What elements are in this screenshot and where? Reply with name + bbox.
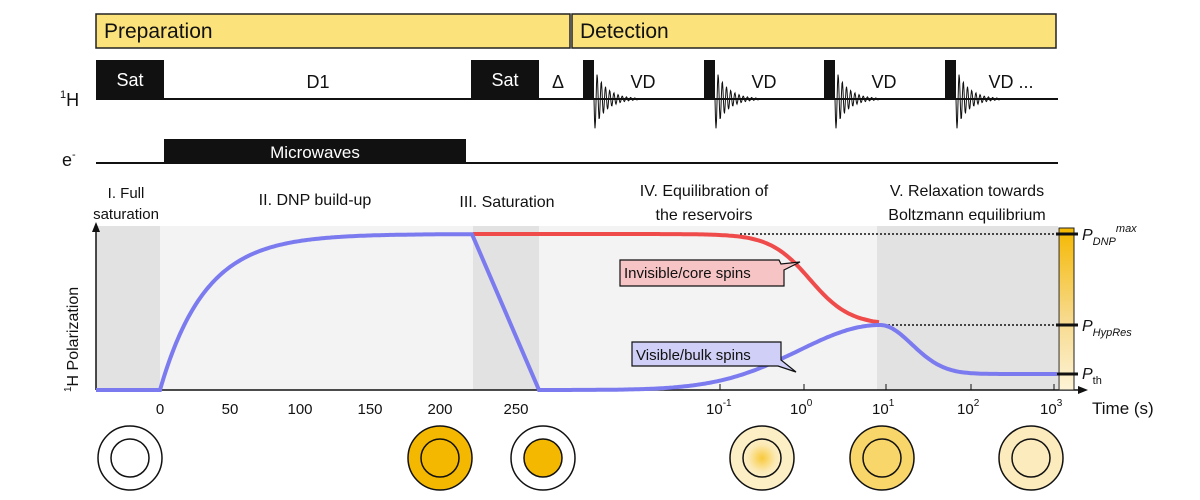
fid-signal (955, 74, 1001, 129)
vd-pulse (583, 60, 594, 99)
x-tick-label: 250 (503, 401, 528, 418)
microwave-pulse (164, 139, 466, 163)
y-axis-arrow (92, 222, 100, 232)
x-ticks-linear: 0 50 100 150 200 250 (156, 401, 529, 418)
x-tick-label: 10-1 (706, 398, 732, 418)
sample-partial (849, 425, 915, 491)
x-tick-label: 102 (957, 398, 980, 418)
x-tick-label: 100 (287, 401, 312, 418)
sample-full (407, 425, 473, 491)
proton-channel-label: 1H (60, 89, 79, 110)
region-buildup (160, 226, 473, 390)
phase-2-label: II. DNP build-up (259, 192, 372, 209)
phase-4-line1: IV. Equilibration of (640, 183, 769, 200)
vd-label: VD (751, 72, 776, 92)
x-tick-label: 0 (156, 401, 164, 418)
fid-signal (714, 74, 760, 129)
fid-signal (834, 74, 880, 129)
phase-1-line1: I. Full (108, 185, 145, 202)
phase-1-line2: saturation (93, 206, 159, 223)
visible-spins-callout (631, 341, 797, 373)
x-tick-label: 101 (872, 398, 895, 418)
detection-label: Detection (580, 20, 669, 43)
sat-pulse-1-label: Sat (116, 70, 143, 90)
vd-pulse (945, 60, 956, 99)
y-axis-label: 1H Polarization (63, 287, 82, 392)
phase-3-label: III. Saturation (459, 194, 554, 211)
invisible-core-spins-curve (473, 232, 880, 325)
x-tick-label: 50 (222, 401, 239, 418)
vd-pulse (824, 60, 835, 99)
vd-label: VD (630, 72, 655, 92)
sample-relaxed (998, 425, 1064, 491)
sat-pulse-1 (96, 60, 164, 99)
level-label-phypres: PHypRes (1082, 318, 1132, 339)
region-full-saturation (96, 226, 160, 390)
polarization-level-bar (1058, 227, 1075, 391)
sat-pulse-2 (471, 60, 539, 99)
phase-4-line2: the reservoirs (656, 207, 753, 224)
detection-banner (571, 13, 1057, 49)
level-label-pth: Pth (1082, 366, 1102, 387)
vd-pulses: VD VD VD VD ... (583, 60, 1034, 129)
preparation-label: Preparation (104, 20, 213, 43)
x-tick-label: 100 (790, 398, 813, 418)
microwave-label: Microwaves (270, 143, 360, 162)
vd-label: VD ... (988, 72, 1033, 92)
visible-spins-callout-label: Visible/bulk spins (636, 347, 751, 364)
x-tick-label: 150 (357, 401, 382, 418)
invisible-spins-callout (619, 259, 801, 287)
vd-pulse (704, 60, 715, 99)
region-relaxation (877, 226, 1058, 390)
sat-pulse-2-label: Sat (491, 70, 518, 90)
delta-label: Δ (552, 72, 564, 92)
x-axis-arrow (1078, 386, 1088, 394)
x-tick-label: 103 (1040, 398, 1063, 418)
sample-diffusing (729, 425, 795, 491)
sample-saturated-shell (510, 425, 576, 491)
phase-5-line1: V. Relaxation towards (890, 183, 1044, 200)
level-label-pdnp-max: PDNPmax (1082, 223, 1137, 248)
electron-channel-label: e- (62, 149, 76, 170)
d1-label: D1 (306, 72, 329, 92)
x-ticks-log: 10-1 100 101 102 103 (706, 384, 1063, 418)
phase-5-line2: Boltzmann equilibrium (888, 207, 1045, 224)
x-tick-label: 200 (427, 401, 452, 418)
sample-empty (97, 425, 163, 491)
invisible-spins-callout-label: Invisible/core spins (624, 265, 751, 282)
vd-label: VD (871, 72, 896, 92)
preparation-banner (95, 13, 571, 49)
fid-signal (593, 74, 639, 129)
visible-bulk-spins-curve (96, 232, 1057, 392)
x-axis-label: Time (s) (1092, 399, 1154, 418)
